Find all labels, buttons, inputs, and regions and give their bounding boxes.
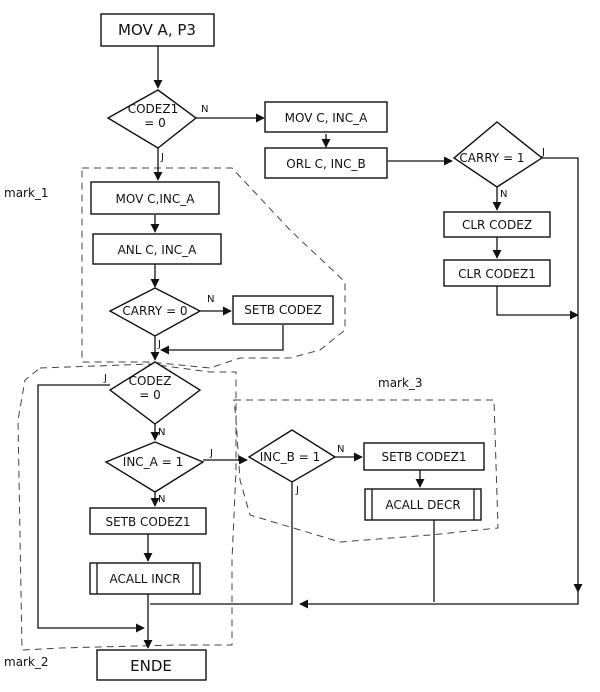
process-anl-c-inc-a-label: ANL C, INC_A: [118, 243, 198, 257]
process-setb-codez1-right: SETB CODEZ1: [363, 442, 485, 471]
process-mov-c-inc-a: MOV C,INC_A: [90, 181, 220, 215]
process-orl-c-inc-b-label: ORL C, INC_B: [286, 157, 365, 171]
mark-2-region: [17, 363, 237, 651]
decision-codez1-zero-line2: = 0: [144, 116, 166, 130]
process-mov-c-inc-a-top-label: MOV C, INC_A: [285, 111, 369, 125]
process-setb-codez1-left: SETB CODEZ1: [89, 507, 207, 535]
carry1-no-label: N: [500, 189, 507, 200]
decision-codez-zero: CODEZ = 0: [108, 361, 202, 425]
decision-carry-zero: CARRY = 0: [108, 287, 202, 337]
mark-3-label: mark_3: [378, 376, 423, 390]
process-setb-codez-label: SETB CODEZ: [244, 303, 321, 317]
mark-3-region: [233, 399, 499, 543]
process-setb-codez1-left-label: SETB CODEZ1: [105, 515, 190, 529]
subroutine-acall-incr: ACALL INCR: [89, 562, 201, 595]
inc-a-no-label: N: [158, 494, 165, 505]
decision-inc-a-one: INC_A = 1: [104, 441, 205, 493]
mark-1-region: [81, 167, 346, 369]
carry1-yes-label: J: [541, 147, 545, 158]
subroutine-acall-decr-label: ACALL DECR: [385, 498, 460, 512]
decision-carry-one: CARRY = 1: [452, 121, 544, 188]
process-clr-codez-label: CLR CODEZ: [462, 218, 532, 232]
codez1-yes-label: J: [160, 152, 164, 163]
process-clr-codez: CLR CODEZ: [443, 211, 551, 238]
terminal-ende-label: ENDE: [130, 657, 172, 675]
terminal-ende: ENDE: [96, 649, 207, 681]
codez-no-label: N: [158, 427, 165, 438]
process-orl-c-inc-b: ORL C, INC_B: [264, 147, 388, 179]
codez1-no-label: N: [201, 104, 208, 115]
decision-inc-b-one-label: INC_B = 1: [260, 450, 320, 464]
process-mov-a-p3-label: MOV A, P3: [118, 21, 196, 39]
decision-codez-zero-line2: = 0: [139, 388, 161, 402]
inc-b-no-label: N: [337, 444, 344, 455]
subroutine-acall-incr-label: ACALL INCR: [109, 572, 180, 586]
process-clr-codez1: CLR CODEZ1: [443, 259, 551, 287]
mark-1-label: mark_1: [4, 186, 49, 200]
decision-codez1-zero: CODEZ1 = 0: [106, 89, 198, 149]
process-setb-codez: SETB CODEZ: [232, 295, 334, 325]
inc-b-yes-label: J: [295, 485, 299, 496]
inc-a-yes-label: J: [209, 448, 213, 459]
carry0-no-label: N: [207, 294, 214, 305]
decision-inc-a-one-label: INC_A = 1: [123, 455, 183, 469]
process-anl-c-inc-a: ANL C, INC_A: [92, 233, 222, 265]
process-mov-c-inc-a-label: MOV C,INC_A: [116, 192, 196, 206]
decision-inc-b-one: INC_B = 1: [247, 429, 337, 483]
codez-yes-label: J: [103, 373, 107, 384]
decision-carry-one-label: CARRY = 1: [459, 151, 524, 165]
mark-2-label: mark_2: [4, 655, 49, 669]
decision-carry-zero-label: CARRY = 0: [122, 304, 187, 318]
process-mov-c-inc-a-top: MOV C, INC_A: [264, 101, 388, 133]
subroutine-acall-decr: ACALL DECR: [364, 488, 482, 521]
process-setb-codez1-right-label: SETB CODEZ1: [381, 450, 466, 464]
connectors: [37, 45, 583, 649]
carry0-yes-label: J: [157, 339, 161, 350]
process-clr-codez1-label: CLR CODEZ1: [458, 267, 536, 281]
decision-codez1-zero-line1: CODEZ1: [128, 102, 179, 116]
process-mov-a-p3: MOV A, P3: [100, 13, 215, 47]
decision-codez-zero-line1: CODEZ: [129, 374, 172, 388]
